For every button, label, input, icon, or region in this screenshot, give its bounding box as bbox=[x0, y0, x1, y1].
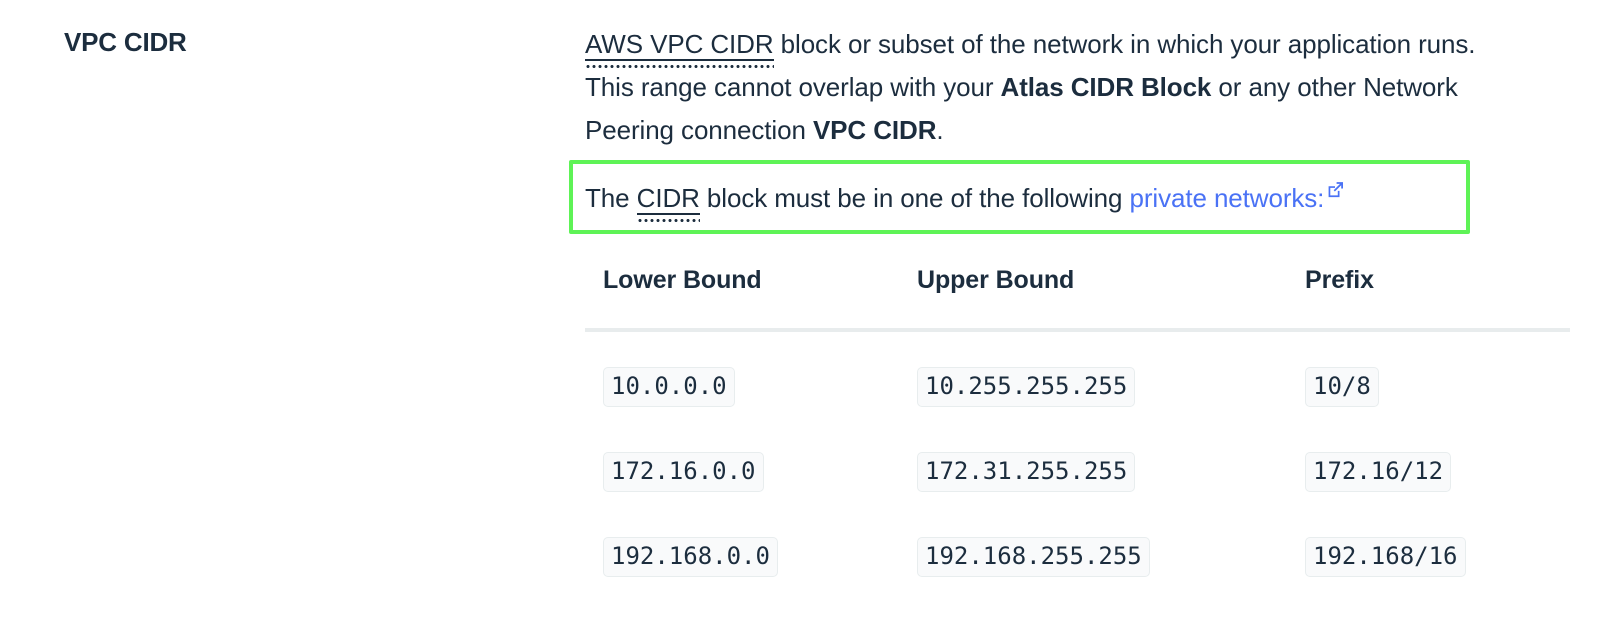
abbr-cidr[interactable]: CIDR bbox=[636, 183, 700, 215]
description-part-2: or any other Network Peering connection bbox=[585, 72, 1458, 145]
private-networks-table-wrapper: Lower Bound Upper Bound Prefix 10.0.0.0 … bbox=[585, 266, 1570, 622]
code-value: 192.168.0.0 bbox=[603, 537, 778, 577]
cell-lower-bound: 10.0.0.0 bbox=[585, 330, 901, 452]
code-value: 10.0.0.0 bbox=[603, 367, 735, 407]
private-networks-link[interactable]: private networks: bbox=[1129, 183, 1325, 213]
column-header-prefix: Prefix bbox=[1289, 266, 1570, 332]
code-value: 172.31.255.255 bbox=[917, 452, 1136, 492]
code-value: 10/8 bbox=[1305, 367, 1379, 407]
bold-atlas-cidr-block: Atlas CIDR Block bbox=[1000, 72, 1212, 102]
table-row: 192.168.0.0 192.168.255.255 192.168/16 bbox=[585, 537, 1570, 622]
content-column: AWS VPC CIDR block or subset of the netw… bbox=[585, 0, 1585, 152]
private-networks-table: Lower Bound Upper Bound Prefix 10.0.0.0 … bbox=[585, 266, 1570, 622]
cell-upper-bound: 172.31.255.255 bbox=[901, 452, 1289, 537]
code-value: 172.16/12 bbox=[1305, 452, 1452, 492]
cell-prefix: 192.168/16 bbox=[1289, 537, 1570, 622]
description-part-1: block or subset of the network in which … bbox=[585, 29, 1476, 102]
cell-upper-bound: 192.168.255.255 bbox=[901, 537, 1289, 622]
column-header-upper-bound: Upper Bound bbox=[901, 266, 1289, 332]
cidr-private-networks-note: The CIDR block must be in one of the fol… bbox=[585, 181, 1344, 215]
field-description: AWS VPC CIDR block or subset of the netw… bbox=[585, 0, 1523, 152]
external-link-icon[interactable] bbox=[1327, 181, 1344, 198]
cell-lower-bound: 172.16.0.0 bbox=[585, 452, 901, 537]
table-header-row: Lower Bound Upper Bound Prefix bbox=[585, 266, 1570, 332]
cell-prefix: 10/8 bbox=[1289, 330, 1570, 452]
table-row: 172.16.0.0 172.31.255.255 172.16/12 bbox=[585, 452, 1570, 537]
cidr-note-middle: block must be in one of the following bbox=[699, 183, 1130, 213]
cell-upper-bound: 10.255.255.255 bbox=[901, 330, 1289, 452]
code-value: 172.16.0.0 bbox=[603, 452, 764, 492]
page-title: VPC CIDR bbox=[64, 27, 187, 57]
cell-prefix: 172.16/12 bbox=[1289, 452, 1570, 537]
table-body: 10.0.0.0 10.255.255.255 10/8 172.16.0.0 … bbox=[585, 330, 1570, 622]
bold-vpc-cidr: VPC CIDR bbox=[812, 115, 937, 145]
cell-lower-bound: 192.168.0.0 bbox=[585, 537, 901, 622]
code-value: 192.168.255.255 bbox=[917, 537, 1150, 577]
column-header-lower-bound: Lower Bound bbox=[585, 266, 901, 332]
code-value: 192.168/16 bbox=[1305, 537, 1466, 577]
cidr-note-prefix: The bbox=[585, 183, 637, 213]
code-value: 10.255.255.255 bbox=[917, 367, 1136, 407]
table-row: 10.0.0.0 10.255.255.255 10/8 bbox=[585, 330, 1570, 452]
description-part-3: . bbox=[936, 115, 944, 145]
abbr-aws-vpc-cidr[interactable]: AWS VPC CIDR bbox=[585, 29, 774, 61]
